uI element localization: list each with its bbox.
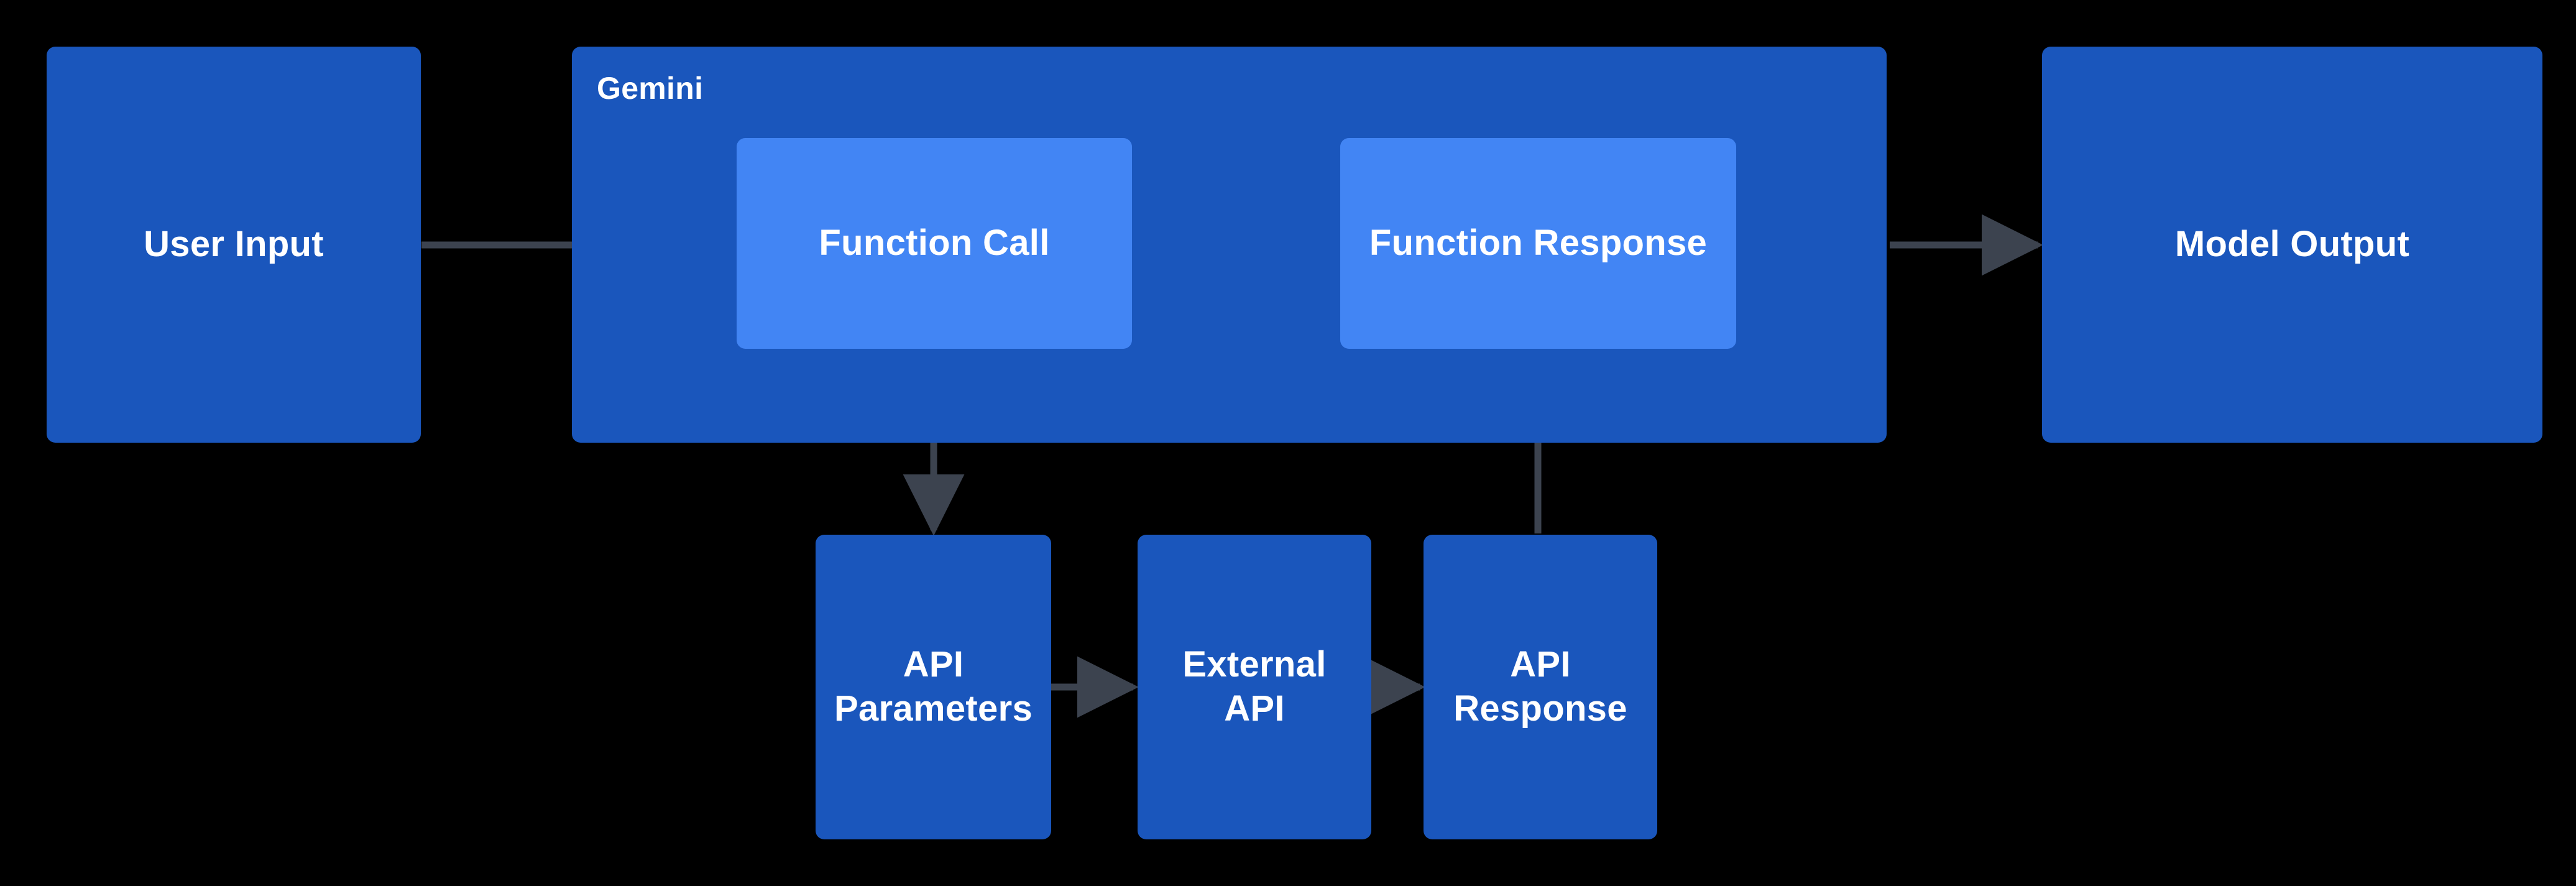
node-function-call[interactable]: Function Call (737, 138, 1132, 349)
group-gemini-label: Gemini (597, 71, 704, 106)
node-external-api[interactable]: External API (1138, 535, 1371, 839)
node-api-response[interactable]: API Response (1424, 535, 1657, 839)
node-model-output[interactable]: Model Output (2042, 47, 2542, 443)
node-api-response-label: API Response (1453, 644, 1627, 729)
node-api-parameters[interactable]: API Parameters (816, 535, 1051, 839)
node-user-input[interactable]: User Input (47, 47, 421, 443)
node-external-api-label: External API (1182, 644, 1327, 729)
node-function-call-label: Function Call (819, 223, 1050, 264)
node-function-response-label: Function Response (1369, 223, 1708, 264)
node-function-response[interactable]: Function Response (1340, 138, 1736, 349)
node-api-parameters-label: API Parameters (834, 644, 1033, 729)
node-user-input-label: User Input (144, 224, 324, 265)
node-model-output-label: Model Output (2174, 224, 2410, 265)
